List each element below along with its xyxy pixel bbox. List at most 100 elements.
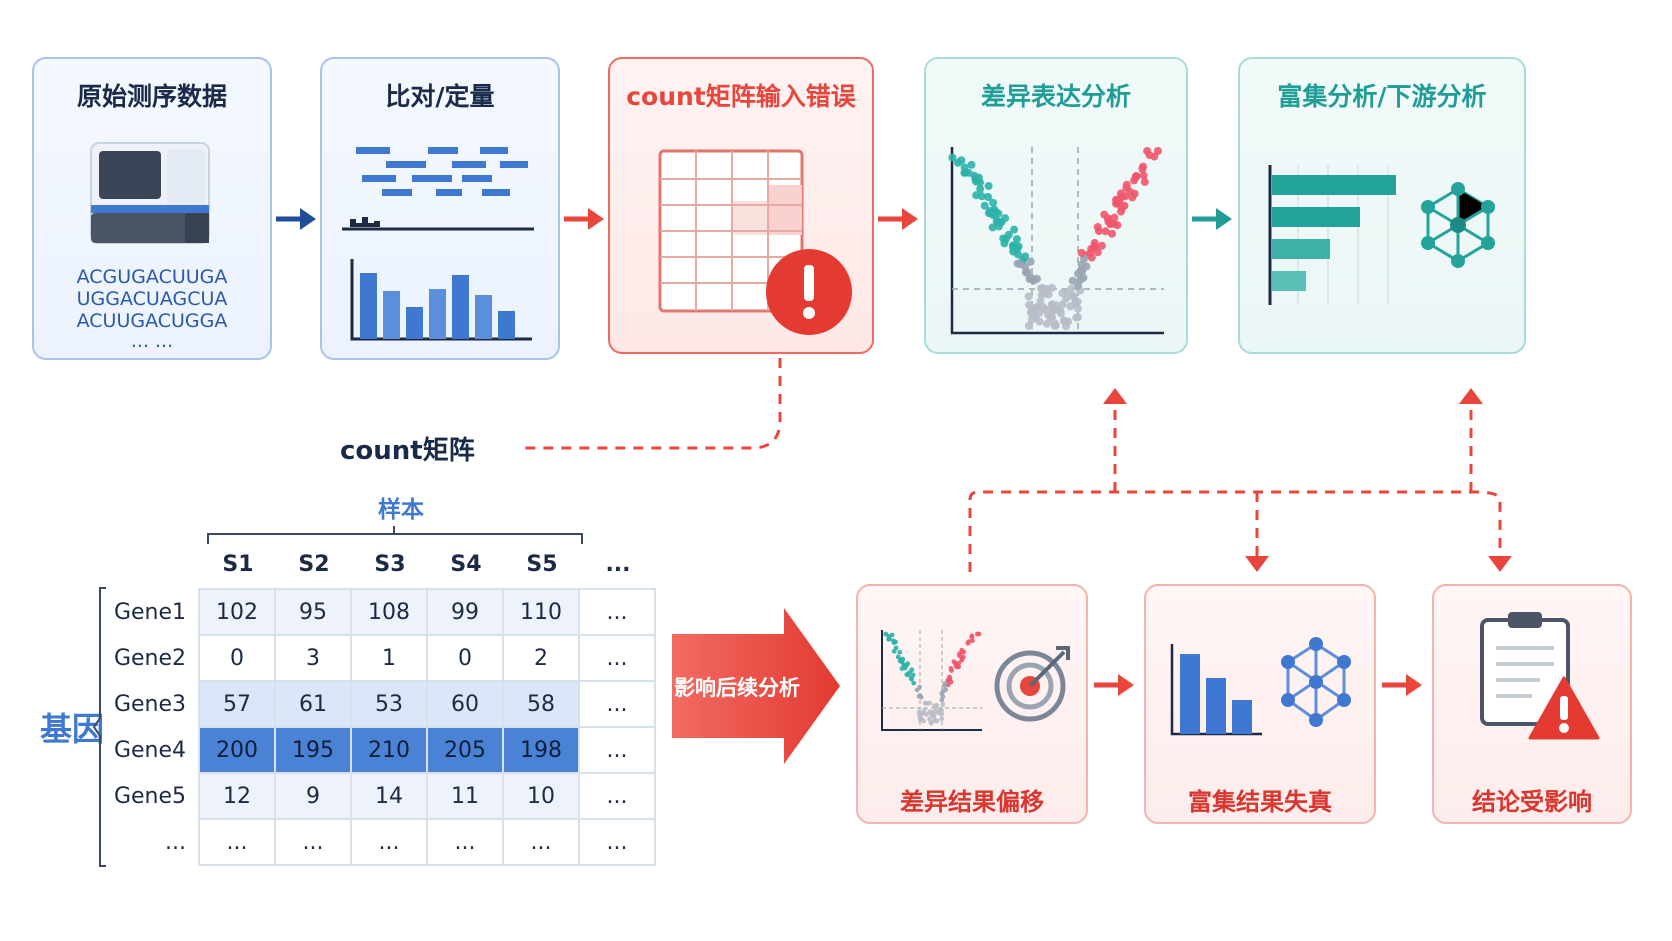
impact-arrow-label: 影响后续分析 (674, 676, 800, 700)
sequence-line-2: UGGACUAGCUA (76, 288, 228, 310)
matrix-cell: 95 (274, 588, 352, 636)
volcano-dot (988, 223, 997, 232)
volcano-dot (939, 711, 945, 717)
volcano-dot (948, 153, 957, 162)
matrix-cell: ... (502, 818, 580, 866)
volcano-dot (1035, 317, 1044, 326)
volcano-dot (1062, 322, 1070, 331)
volcano-dot (1016, 260, 1025, 269)
volcano-dot (1077, 248, 1086, 257)
matrix-cell: 0 (198, 634, 276, 682)
volcano-dot (1073, 304, 1082, 313)
small-volcano-icon (881, 630, 982, 731)
volcano-dot (1040, 285, 1049, 294)
volcano-dot (975, 631, 980, 637)
matrix-cell: ... (426, 818, 504, 866)
volcano-dot (967, 160, 976, 169)
row-label-gene3: Gene3 (113, 692, 186, 717)
arrow-error-to-diff (878, 208, 918, 230)
volcano-dot (1085, 249, 1094, 258)
volcano-dot (969, 633, 975, 639)
volcano-dot (1140, 177, 1149, 186)
volcano-dot (929, 710, 935, 715)
clipboard-icon (1480, 612, 1570, 726)
volcano-dot (994, 222, 1003, 231)
matrix-cell: 14 (350, 772, 428, 820)
coverage-bar-chart-icon (350, 259, 532, 341)
volcano-dot (961, 654, 966, 660)
matrix-cell: 108 (350, 588, 428, 636)
volcano-dot (1101, 227, 1110, 236)
volcano-dot (1077, 260, 1086, 269)
diff-expression-card: 差异表达分析 (924, 57, 1188, 354)
matrix-cell: 12 (198, 772, 276, 820)
matrix-cell: 110 (502, 588, 580, 636)
col-header-s1: S1 (222, 552, 254, 577)
sequencer-icon (90, 142, 210, 244)
volcano-dot (931, 714, 937, 720)
align-title: 比对/定量 (385, 82, 495, 111)
volcano-dot (934, 702, 940, 708)
volcano-dot (939, 708, 944, 713)
volcano-dot (984, 193, 992, 201)
volcano-dot (970, 638, 975, 644)
volcano-dot (1069, 292, 1078, 301)
volcano-dot (911, 680, 917, 686)
arrow-diff-to-enrich (1192, 208, 1232, 230)
matrix-cell: ... (578, 772, 656, 820)
row-label-gene4: Gene4 (113, 738, 186, 763)
volcano-dot (1024, 292, 1033, 301)
matrix-cell: 60 (426, 680, 504, 728)
genes-axis-label: 基因 (40, 710, 105, 748)
matrix-cell: ... (578, 818, 656, 866)
volcano-dot (1074, 281, 1083, 290)
conclusion-card: 结论受影响 (1432, 584, 1632, 824)
volcano-dot (921, 718, 927, 724)
volcano-dot (1047, 307, 1056, 316)
volcano-dot (994, 209, 1003, 218)
col-header-s5: S5 (526, 552, 558, 577)
volcano-dot (889, 632, 895, 638)
volcano-dot (976, 184, 985, 193)
network-icon (1421, 182, 1495, 268)
volcano-dot (905, 661, 911, 667)
volcano-dot (909, 676, 914, 682)
matrix-cell: 10 (502, 772, 580, 820)
matrix-cell: 1 (350, 634, 428, 682)
genes-bracket (92, 587, 106, 867)
matrix-cell: 58 (502, 680, 580, 728)
volcano-dot (940, 702, 946, 707)
diff-shift-card: 差异结果偏移 (856, 584, 1088, 824)
row-label-gene2: Gene2 (113, 646, 186, 671)
volcano-dot (1139, 171, 1148, 180)
matrix-cell: 210 (350, 726, 428, 774)
volcano-dot (957, 156, 966, 165)
volcano-dot (1143, 147, 1152, 155)
matrix-cell: 205 (426, 726, 504, 774)
volcano-dot (924, 701, 930, 706)
row-label-gene1: Gene1 (113, 600, 186, 625)
conclusion-title: 结论受影响 (1472, 788, 1592, 816)
volcano-dot (917, 684, 922, 690)
volcano-dot (939, 691, 945, 696)
volcano-dot (1120, 201, 1129, 210)
volcano-dot (1130, 189, 1139, 198)
volcano-dot (1108, 229, 1116, 238)
volcano-dot (1050, 321, 1059, 330)
volcano-dot (899, 659, 905, 665)
volcano-dot (1027, 306, 1036, 315)
read-alignment-icon (342, 147, 534, 231)
volcano-dot (977, 192, 986, 201)
volcano-dot (976, 178, 984, 187)
matrix-cell: ... (578, 680, 656, 728)
matrix-cell: ... (274, 818, 352, 866)
volcano-dot (909, 667, 915, 673)
impact-arrow (672, 608, 840, 764)
sequence-line-1: ACGUGACUUGA (76, 266, 228, 288)
volcano-dot (1067, 284, 1076, 293)
volcano-dot (1043, 319, 1051, 328)
